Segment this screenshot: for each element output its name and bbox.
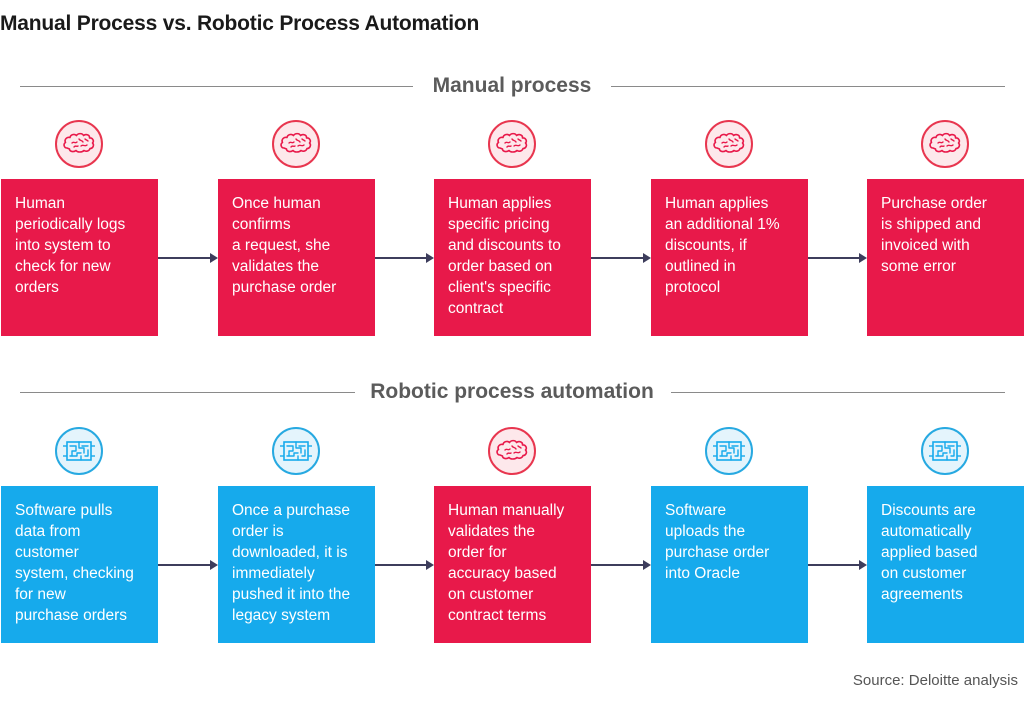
step-text: Human periodically logs into system to c… bbox=[1, 179, 158, 336]
arrow-icon bbox=[591, 253, 651, 263]
brain-icon bbox=[488, 120, 536, 168]
divider-right bbox=[671, 392, 1005, 393]
divider-left bbox=[20, 86, 413, 87]
step-text: Human manually validates the order for a… bbox=[434, 486, 591, 643]
brain-icon bbox=[488, 427, 536, 475]
brain-icon bbox=[55, 120, 103, 168]
divider-left bbox=[20, 392, 355, 393]
brain-icon bbox=[272, 120, 320, 168]
source-note: Source: Deloitte analysis bbox=[852, 672, 1018, 689]
manual-section-header: Manual process bbox=[0, 72, 1024, 102]
brain-icon bbox=[921, 120, 969, 168]
page-title: Manual Process vs. Robotic Process Autom… bbox=[0, 12, 480, 35]
divider-right bbox=[611, 86, 1005, 87]
circuit-icon bbox=[921, 427, 969, 475]
arrow-icon bbox=[375, 253, 434, 263]
arrow-icon bbox=[808, 253, 867, 263]
robotic-heading: Robotic process automation bbox=[370, 380, 654, 403]
step-text: Software pulls data from customer system… bbox=[1, 486, 158, 643]
step-text: Once a purchase order is downloaded, it … bbox=[218, 486, 375, 643]
arrow-icon bbox=[158, 560, 218, 570]
step-text: Human applies specific pricing and disco… bbox=[434, 179, 591, 336]
manual-heading: Manual process bbox=[432, 74, 592, 97]
arrow-icon bbox=[808, 560, 867, 570]
circuit-icon bbox=[55, 427, 103, 475]
robotic-section-header: Robotic process automation bbox=[0, 378, 1024, 408]
arrow-icon bbox=[158, 253, 218, 263]
circuit-icon bbox=[272, 427, 320, 475]
arrow-icon bbox=[591, 560, 651, 570]
arrow-icon bbox=[375, 560, 434, 570]
brain-icon bbox=[705, 120, 753, 168]
step-text: Software uploads the purchase order into… bbox=[651, 486, 808, 643]
step-text: Purchase order is shipped and invoiced w… bbox=[867, 179, 1024, 336]
step-text: Discounts are automatically applied base… bbox=[867, 486, 1024, 643]
step-text: Human applies an additional 1% discounts… bbox=[651, 179, 808, 336]
circuit-icon bbox=[705, 427, 753, 475]
step-text: Once human confirms a request, she valid… bbox=[218, 179, 375, 336]
